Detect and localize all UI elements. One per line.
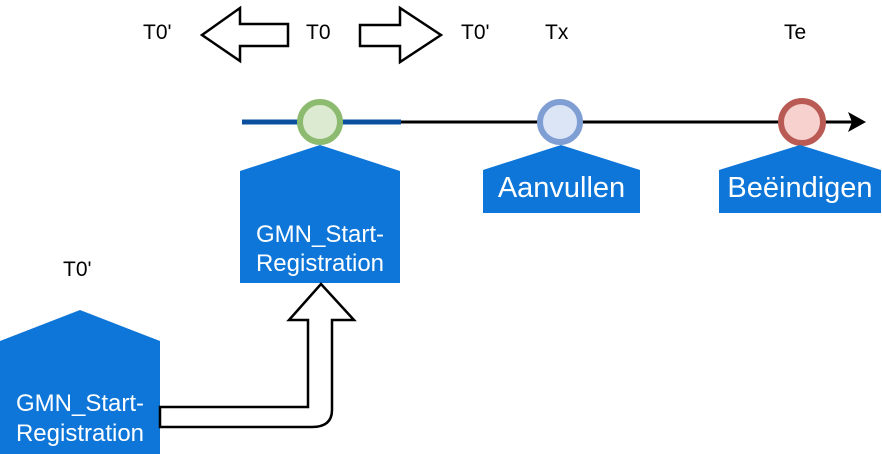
main-house-label: GMN_Start- Registration xyxy=(240,220,400,278)
label-t0-prime-left: T0' xyxy=(143,21,172,44)
main-house-label-line1: GMN_Start- xyxy=(255,221,384,248)
beeindigen-house-label: Beëindigen xyxy=(727,172,873,204)
origin-house-label: GMN_Start- Registration xyxy=(0,389,160,449)
label-t0-prime-right: T0' xyxy=(461,21,490,44)
aanvullen-house-label: Aanvullen xyxy=(497,172,626,204)
origin-house-shape xyxy=(0,310,160,454)
red-event-circle xyxy=(778,98,826,146)
label-te: Te xyxy=(784,21,807,44)
arrow-left-icon xyxy=(199,5,290,64)
aanvullen-house-shape xyxy=(483,145,640,213)
label-tx: Tx xyxy=(545,21,569,44)
origin-house-label-line2: Registration xyxy=(15,420,145,447)
main-house-shape xyxy=(240,145,400,283)
beeindigen-house-shape xyxy=(719,145,881,213)
arrow-right-icon xyxy=(358,5,444,65)
elbow-arrow-up-icon xyxy=(158,282,357,429)
origin-house-label-line1: GMN_Start- xyxy=(15,390,144,417)
blue-event-circle xyxy=(537,99,583,145)
label-t0-prime-bottom: T0' xyxy=(63,258,92,281)
green-event-circle xyxy=(297,99,343,145)
arrowhead-right-icon xyxy=(848,112,866,132)
main-house-label-line2: Registration xyxy=(255,250,385,277)
label-t0: T0 xyxy=(306,21,331,44)
